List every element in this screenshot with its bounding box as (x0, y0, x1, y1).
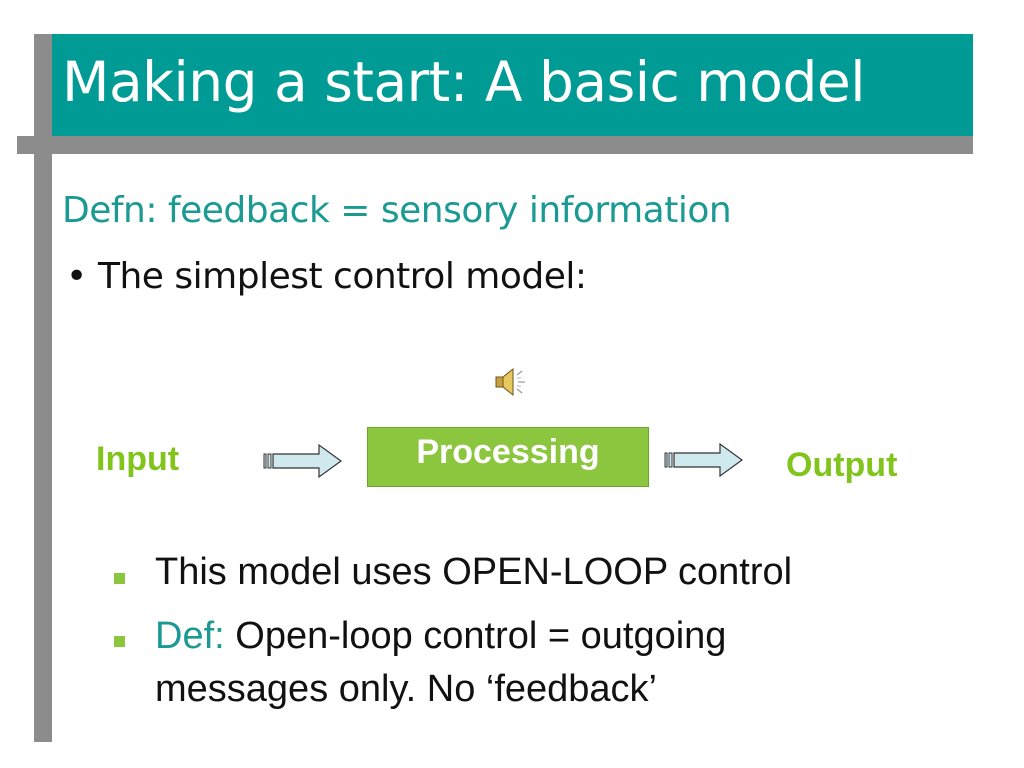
title-banner (52, 34, 973, 136)
square-bullet (114, 573, 125, 584)
point-definition-continued: messages only. No ‘feedback’ (155, 668, 657, 710)
point-definition: Def: Open-loop control = outgoing (155, 615, 726, 658)
bullet-simplest-model: • The simplest control model: (66, 256, 587, 297)
bullet-text: The simplest control model: (98, 256, 587, 297)
square-bullet (114, 636, 125, 647)
def-keyword: Def: (155, 615, 225, 657)
definition-text: Open-loop control = outgoing (224, 615, 727, 657)
speaker-icon[interactable] (494, 366, 528, 398)
processing-box: Processing (367, 427, 649, 487)
frame-vertical-bar (34, 34, 52, 742)
bullet-dot: • (66, 256, 87, 297)
processing-label: Processing (416, 432, 600, 471)
definition-line: Defn: feedback = sensory information (62, 190, 732, 231)
input-label: Input (96, 440, 180, 478)
arrow-right-icon (263, 443, 343, 479)
frame-horizontal-bar (17, 136, 973, 154)
slide-title: Making a start: A basic model (62, 50, 865, 114)
arrow-right-icon (664, 442, 744, 478)
output-label: Output (786, 446, 898, 484)
point-open-loop: This model uses OPEN-LOOP control (155, 551, 793, 593)
